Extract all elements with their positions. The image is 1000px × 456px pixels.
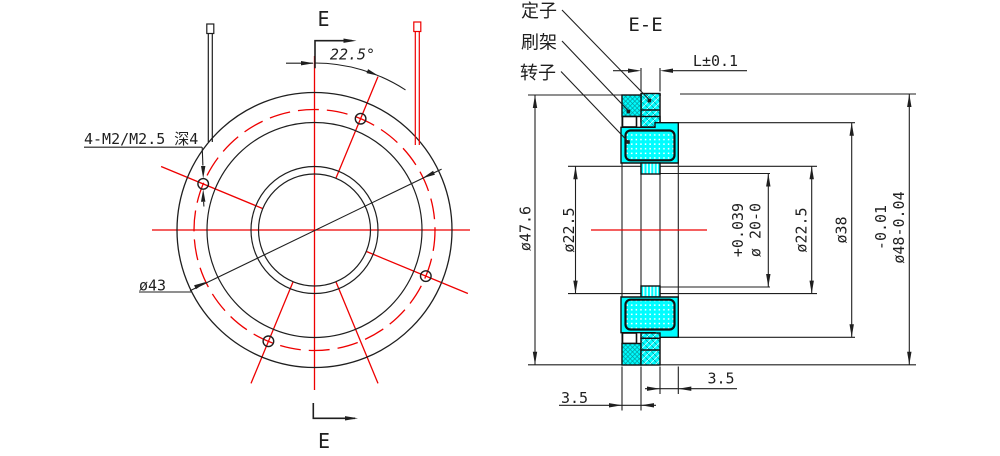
hole-note-text: 4-M2/M2.5 深4 (84, 130, 198, 148)
bolt-circle-dim-text: ø43 (139, 277, 166, 295)
section-mark-top: E (314, 7, 357, 69)
section-arrow-top (343, 38, 357, 43)
brush-top (621, 115, 638, 128)
flange-tol-upper-text: -0.01 (872, 205, 890, 250)
brush-bottom (621, 332, 638, 345)
ray-292 (160, 165, 264, 210)
section-label-bottom: E (318, 429, 330, 453)
angle-dimension: 22.5° (286, 46, 406, 91)
hole-202 (262, 335, 275, 348)
rotor-core-top (624, 129, 676, 162)
section-title: E-E (628, 14, 662, 36)
hole-22 (354, 112, 367, 125)
mounting-holes (197, 112, 432, 348)
bore-right-text: ø22.5 (793, 207, 811, 252)
outer-circle (176, 91, 453, 369)
angle-dim-text: 22.5° (330, 46, 375, 64)
step-right-text: 3.5 (707, 370, 734, 388)
rotor-circle (206, 121, 423, 339)
front-view: E E 22.5° 4-M2/M2.5 深4 ø43 (84, 7, 470, 453)
section-blocks (620, 92, 679, 366)
stator-od-text: ø47.6 (517, 206, 535, 251)
ray-157 (335, 281, 379, 384)
part-leaders: 定子 刷架 转子 (520, 1, 652, 144)
bore-circle-outer (250, 165, 379, 295)
red-pin (413, 21, 422, 145)
step-dimensions: 3.5 3.5 (559, 366, 737, 411)
section-view: E-E 定子 刷架 转子 L±0.1 ø47.6 ø22.5 +0.039 (517, 1, 916, 411)
leader-dot-stator (647, 98, 652, 103)
rotor-hub-top (640, 162, 661, 175)
leader-dot-rotor (626, 140, 630, 144)
brush-holder-label: 刷架 (521, 33, 557, 54)
diameter-dimensions: ø47.6 ø22.5 +0.039 ø 20-0 ø22.5 ø38 -0.0… (517, 94, 912, 365)
length-dim-text: L±0.1 (693, 52, 738, 70)
section-label-top: E (317, 7, 329, 31)
leader-dot-brush (626, 109, 631, 114)
rotor-hub-bottom (640, 285, 661, 298)
bore-tol-base-text: ø 20-0 (747, 203, 765, 257)
bore-tol-upper-text: +0.039 (729, 203, 747, 257)
stator-label: 定子 (521, 1, 557, 22)
ray-202 (250, 281, 294, 384)
hole-112 (419, 270, 432, 283)
step-left-text: 3.5 (561, 389, 588, 407)
ray-22 (335, 76, 379, 179)
bore-left-text: ø22.5 (560, 207, 578, 252)
hole-292 (197, 177, 210, 190)
flange-tol-base-text: ø48-0.04 (890, 191, 908, 263)
brush-holder-section-bottom (621, 342, 642, 366)
rotor-label: 转子 (520, 63, 556, 84)
brush-holder-section-top (621, 94, 642, 118)
section-arrow-bottom (345, 416, 358, 421)
bolt-circle (193, 108, 436, 352)
section-mark-bottom: E (312, 403, 358, 453)
rotor-core-bottom (624, 298, 676, 331)
black-pin (206, 23, 215, 142)
length-dimension: L±0.1 (613, 52, 747, 92)
stator-section-bottom (640, 337, 661, 366)
bore-circle-inner (257, 173, 372, 287)
ray-112 (365, 250, 469, 295)
centerlines (152, 56, 470, 390)
hole-note: 4-M2/M2.5 深4 (84, 130, 206, 207)
bolt-circle-dimension: ø43 (139, 168, 442, 295)
rotor-od-text: ø38 (833, 216, 851, 243)
section-outlines (528, 93, 916, 366)
stator-lip-bottom (640, 332, 661, 340)
